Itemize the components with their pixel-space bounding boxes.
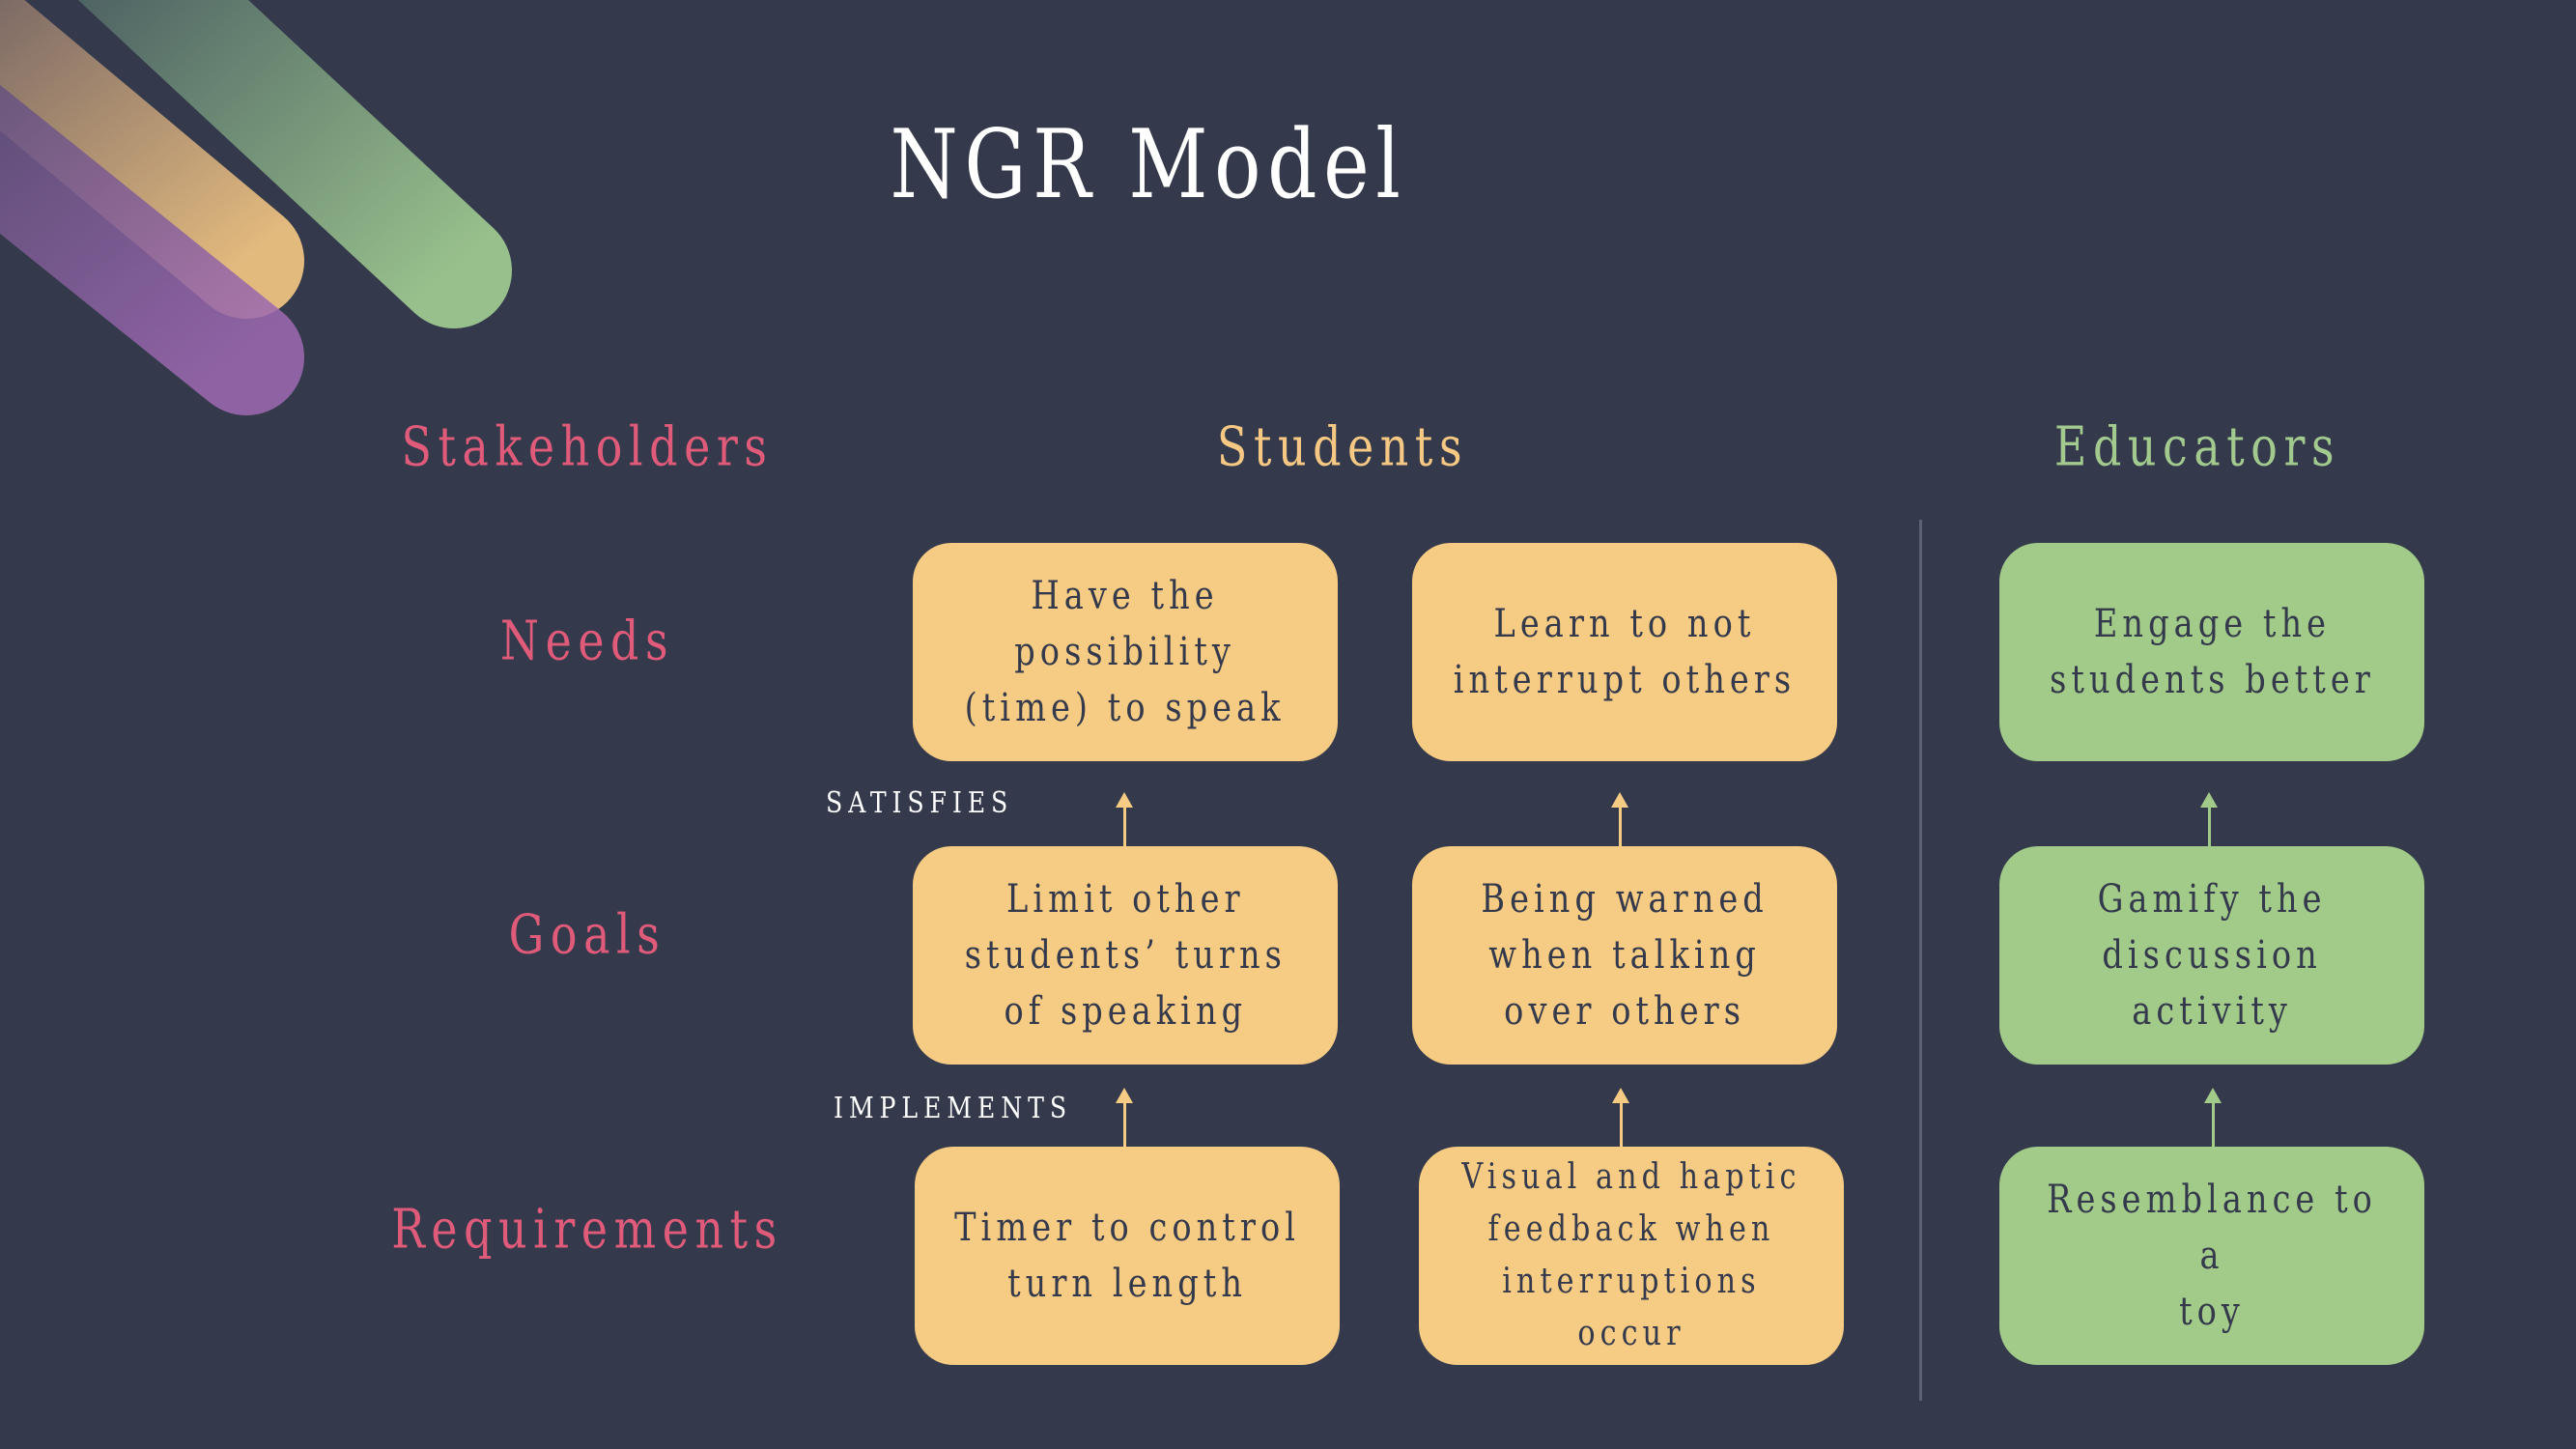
decorative-stripes xyxy=(0,0,512,415)
box-text: Visual and haptic feedback when interrup… xyxy=(1461,1157,1801,1353)
educators-need-engage-box: Engage the students better xyxy=(1999,543,2424,761)
box-text: Gamify the discussion activity xyxy=(2097,877,2327,1034)
box-text: Resemblance to a toy xyxy=(2047,1178,2377,1334)
educators-goal-gamify-box: Gamify the discussion activity xyxy=(1999,846,2424,1065)
students-goal-warned-box: Being warned when talking over others xyxy=(1412,846,1837,1065)
box-text: Engage the students better xyxy=(2049,602,2375,702)
row-label-needs: Needs xyxy=(499,610,675,673)
box-text: Have the possibility (time) to speak xyxy=(965,574,1286,730)
header-students: Students xyxy=(1216,415,1469,479)
header-educators: Educators xyxy=(2053,415,2341,479)
arrow-satisfies-educators xyxy=(2200,792,2218,846)
box-text: Limit other students’ turns of speaking xyxy=(964,877,1287,1034)
row-label-requirements: Requirements xyxy=(391,1198,783,1262)
row-label-goals: Goals xyxy=(508,903,666,967)
students-need-interrupt-box: Learn to not interrupt others xyxy=(1412,543,1837,761)
box-text: Timer to control turn length xyxy=(954,1206,1300,1306)
relation-satisfies: SATISFIES xyxy=(826,786,1014,820)
header-stakeholders: Stakeholders xyxy=(401,415,774,479)
purple-stripe xyxy=(0,84,304,415)
box-text: Being warned when talking over others xyxy=(1481,877,1769,1034)
students-requirement-timer-box: Timer to control turn length xyxy=(915,1147,1340,1365)
arrow-implements-col1 xyxy=(1116,1088,1133,1147)
relation-implements: IMPLEMENTS xyxy=(834,1092,1072,1125)
students-need-speak-box: Have the possibility (time) to speak xyxy=(913,543,1338,761)
column-divider xyxy=(1919,520,1922,1401)
box-text: Learn to not interrupt others xyxy=(1453,602,1797,702)
slide-title: NGR Model xyxy=(890,110,1407,220)
educators-requirement-toy-box: Resemblance to a toy xyxy=(1999,1147,2424,1365)
green-stripe xyxy=(77,0,512,328)
students-goal-limit-box: Limit other students’ turns of speaking xyxy=(913,846,1338,1065)
arrow-implements-educators xyxy=(2204,1088,2222,1147)
students-requirement-feedback-box: Visual and haptic feedback when interrup… xyxy=(1419,1147,1844,1365)
arrow-satisfies-col1 xyxy=(1116,792,1133,846)
yellow-stripe xyxy=(0,0,304,319)
arrow-satisfies-col2 xyxy=(1611,792,1628,846)
arrow-implements-col2 xyxy=(1612,1088,1629,1147)
